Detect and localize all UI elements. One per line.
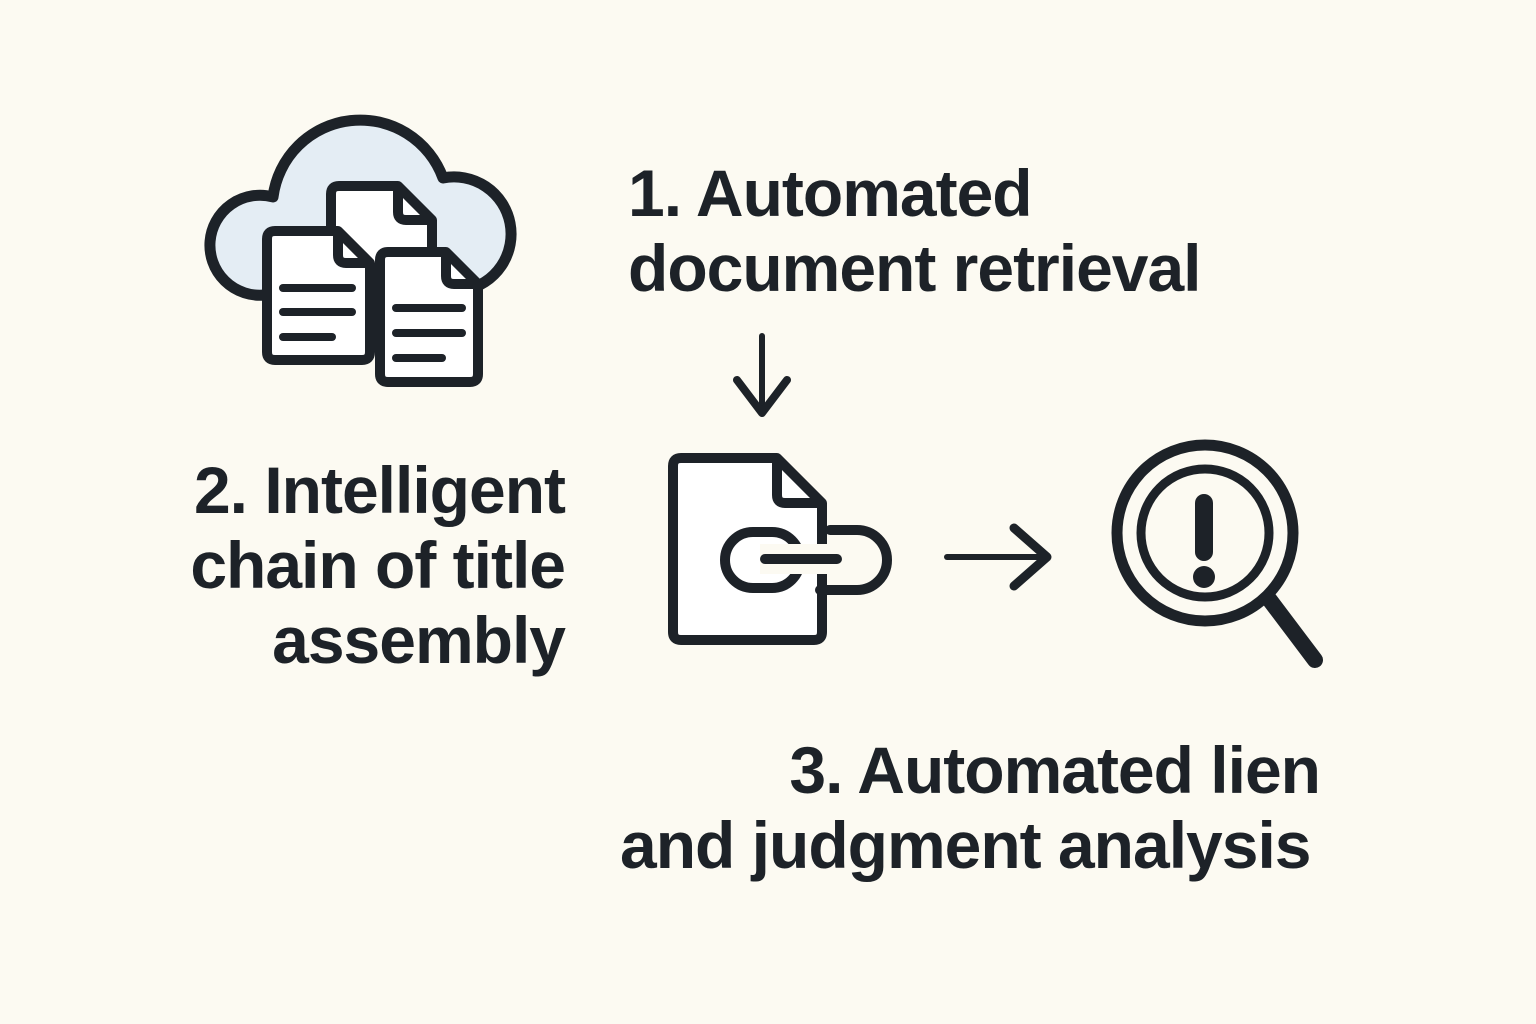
step-2-line-3: assembly: [272, 603, 566, 677]
step-3-label: 3. Automated lien and judgment analysis: [620, 733, 1321, 883]
document-outline: [668, 453, 827, 645]
step-2-line-2: chain of title: [190, 528, 566, 602]
cloud-documents-graphic: [204, 114, 517, 387]
step-3-line-1: 3. Automated lien: [789, 733, 1321, 807]
cloud-documents-icon: [195, 92, 535, 392]
step-1-line-1: 1. Automated: [628, 156, 1033, 230]
magnifier-alert-graphic: [1111, 439, 1323, 668]
document-front-left: [262, 226, 375, 365]
document-link-icon: [660, 445, 900, 655]
document-text-lines: [392, 304, 466, 362]
exclamation-mark: [1193, 494, 1215, 588]
magnifier-handle: [1261, 591, 1323, 668]
arrow-right-icon: [938, 504, 1053, 610]
step-2-label: 2. Intelligent chain of title assembly: [165, 453, 566, 678]
lens-outer-ring: [1111, 439, 1299, 627]
document-text-lines: [279, 284, 356, 341]
step-3-line-2: and judgment analysis: [620, 808, 1312, 882]
step-1-label: 1. Automated document retrieval: [628, 156, 1202, 306]
step-2-line-1: 2. Intelligent: [193, 453, 566, 527]
step-1-line-2: document retrieval: [628, 231, 1202, 305]
arrow-down-icon: [713, 328, 813, 428]
document-front-right: [375, 247, 483, 387]
lens-inner-ring: [1136, 464, 1274, 602]
chain-link: [720, 525, 892, 595]
document-link-graphic: [668, 453, 892, 645]
magnifier-alert-icon: [1088, 436, 1338, 686]
